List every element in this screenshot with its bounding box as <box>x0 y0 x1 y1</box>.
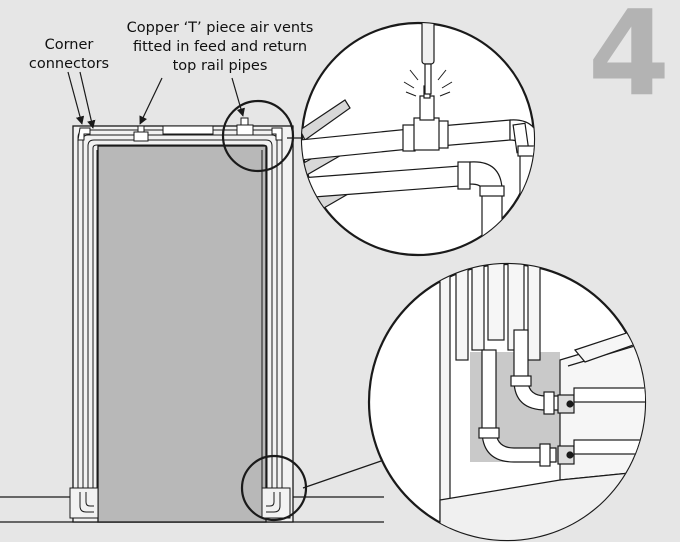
bottom-connectors <box>69 487 291 519</box>
tee-vents-label: Copper ‘T’ piece air vents fitted in fee… <box>112 19 328 76</box>
door-frame <box>72 125 294 523</box>
corner-connectors-label: Corner connectors <box>24 36 114 74</box>
corner-label-line-1: Corner <box>44 37 94 53</box>
top-rail-fittings <box>77 117 283 142</box>
bottom-magnified-view <box>367 262 647 542</box>
top-magnified-view <box>300 21 536 257</box>
tee-label-line-3: top rail pipes <box>172 58 268 74</box>
step-number: 4 <box>587 0 670 122</box>
tee-label-line-2: fitted in feed and return <box>132 39 308 55</box>
tee-label-line-1: Copper ‘T’ piece air vents <box>126 20 314 36</box>
callout-leaders <box>67 71 385 489</box>
corner-label-line-2: connectors <box>28 56 110 72</box>
detail-markers <box>221 99 308 522</box>
